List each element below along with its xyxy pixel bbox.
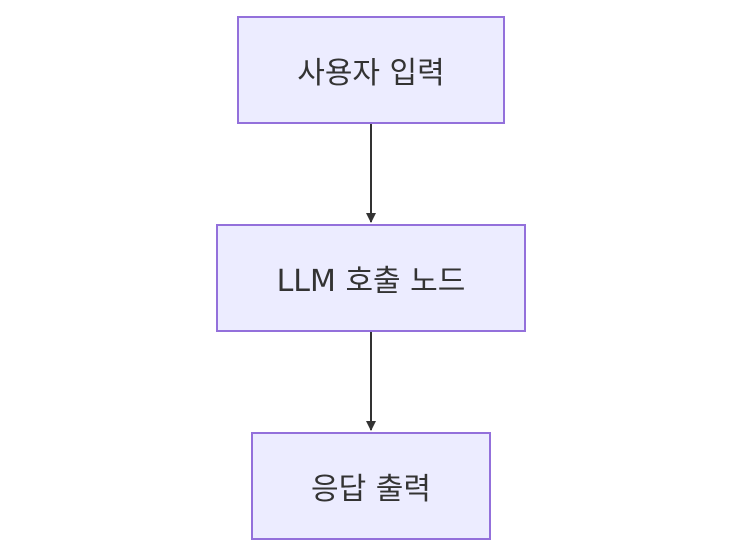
node-user-input: 사용자 입력 xyxy=(237,16,505,124)
node-response-output: 응답 출력 xyxy=(251,432,491,540)
node-user-input-label: 사용자 입력 xyxy=(297,56,445,91)
node-llm-call: LLM 호출 노드 xyxy=(216,224,526,332)
node-response-output-label: 응답 출력 xyxy=(311,472,431,507)
node-llm-call-label: LLM 호출 노드 xyxy=(276,264,466,299)
